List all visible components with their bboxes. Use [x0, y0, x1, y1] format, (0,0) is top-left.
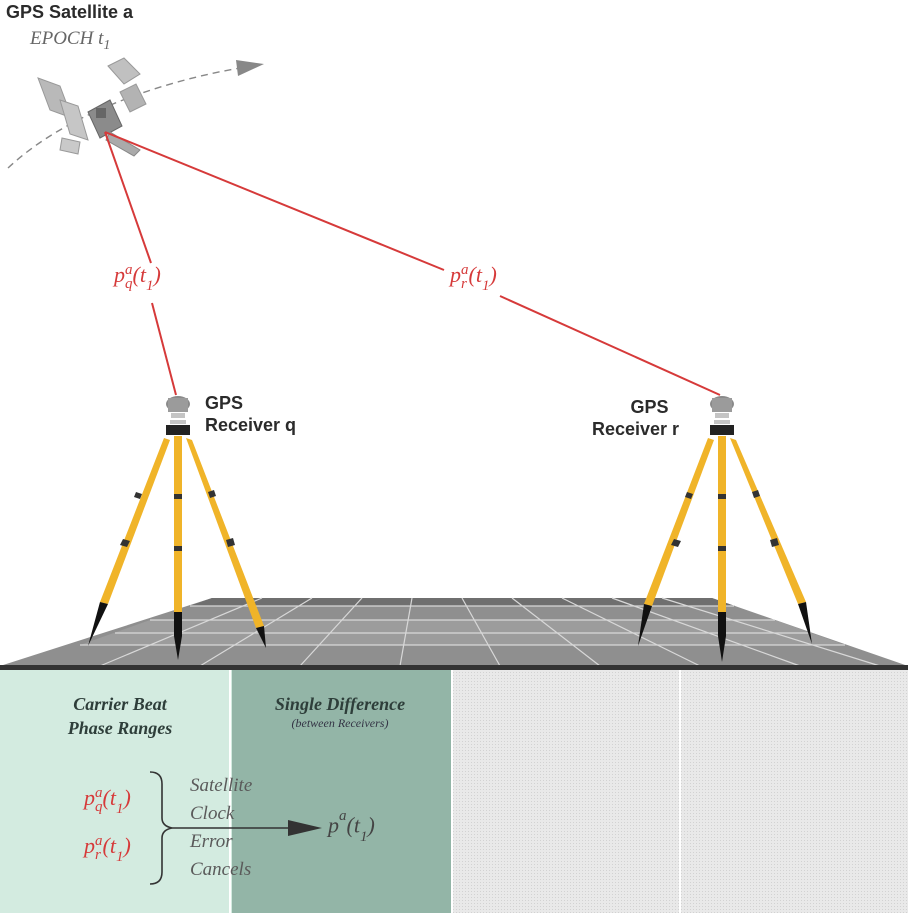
single-difference-result: pa(t1) — [328, 808, 375, 845]
receiver-r-line1: GPS — [630, 397, 669, 417]
range-line-r — [104, 131, 445, 271]
panel-carrier-beat — [0, 670, 232, 913]
receiver-q-label: GPS Receiver q — [205, 392, 296, 436]
satellite-icon — [37, 57, 147, 157]
receiver-q-line2: Receiver q — [205, 415, 297, 435]
range-line-r-lower — [499, 295, 721, 396]
range-line-q — [104, 131, 152, 264]
panel-single-difference — [232, 670, 452, 913]
receiver-q-line1: GPS — [205, 393, 244, 413]
panel-carrier-title: Carrier Beat Phase Ranges — [67, 694, 173, 738]
receiver-r-label: GPS Receiver r — [592, 396, 679, 440]
tripod-r — [638, 396, 812, 662]
range-line-q-lower — [151, 302, 177, 396]
orbit-arrow — [236, 60, 264, 76]
result-arrow-head — [288, 820, 322, 836]
epoch-label: EPOCH t1 — [30, 28, 111, 53]
cancel-note: Satellite Clock Error Cancels — [190, 775, 253, 880]
ground-grid — [0, 597, 908, 670]
tripod-q — [88, 396, 266, 660]
panel-empty-3 — [452, 670, 680, 913]
panel-empty-4 — [680, 670, 908, 913]
receiver-r-line2: Receiver r — [592, 419, 680, 439]
panel-single-title: Single Difference (between Receivers) — [274, 694, 406, 730]
orbit-path — [7, 67, 241, 169]
satellite-title: GPS Satellite a — [6, 2, 134, 22]
